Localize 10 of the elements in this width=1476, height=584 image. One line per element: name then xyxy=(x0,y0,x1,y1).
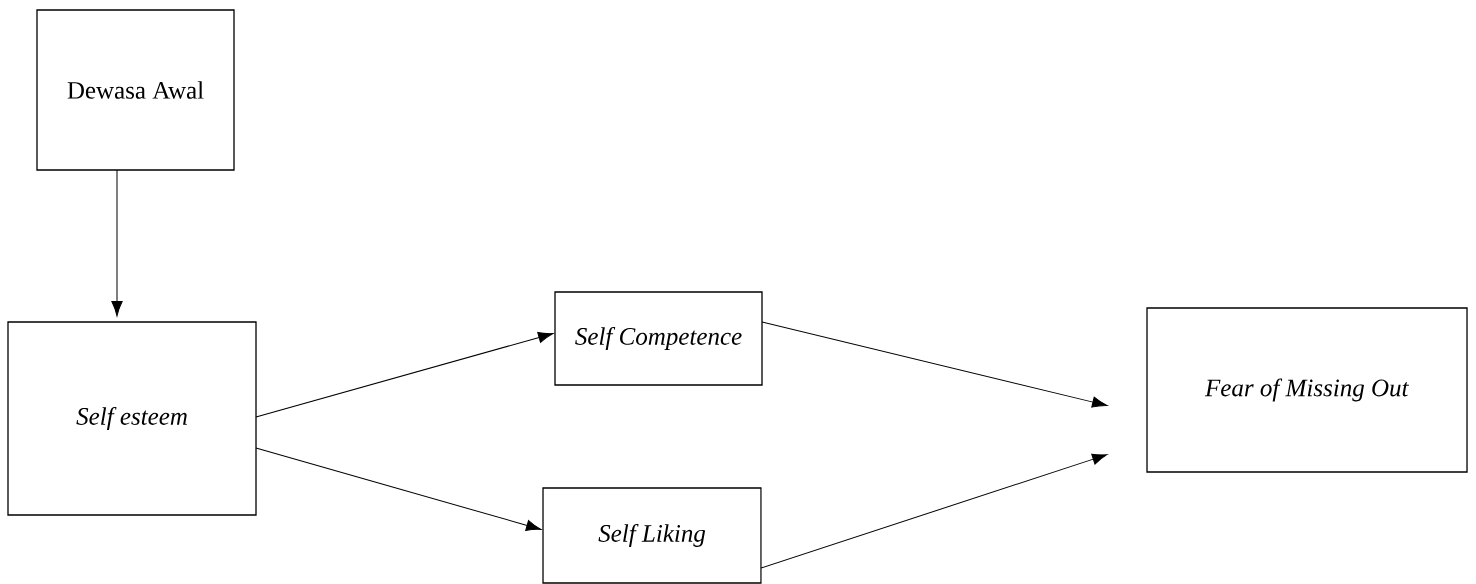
arrow xyxy=(255,332,554,418)
process-box: Dewasa Awal xyxy=(36,9,235,171)
arrow xyxy=(255,447,542,531)
arrow xyxy=(111,169,123,317)
process-box: Fear of Missing Out xyxy=(1146,307,1468,473)
process-box: Self Competence xyxy=(554,291,763,386)
process-box: Self Liking xyxy=(542,487,762,584)
process-box: Self esteem xyxy=(7,321,257,516)
arrow xyxy=(760,453,1108,569)
arrow xyxy=(761,321,1108,408)
